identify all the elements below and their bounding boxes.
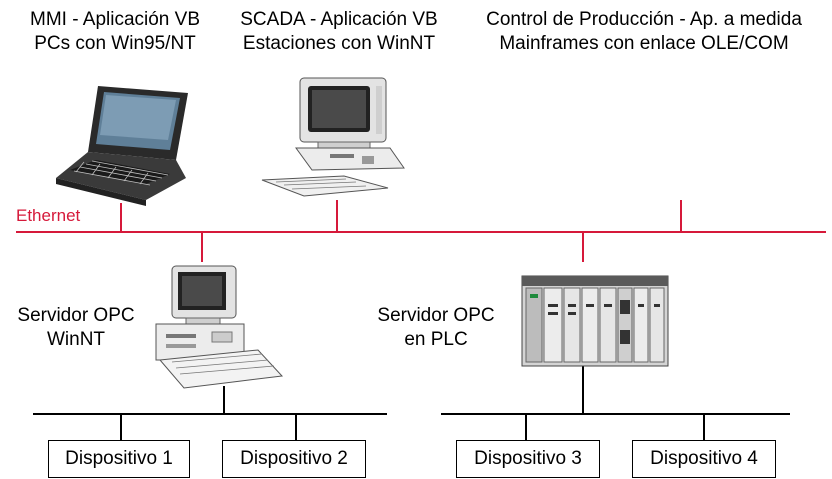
opc-server-plc-line2: en PLC	[404, 329, 468, 350]
production-label: Control de Producción - Ap. a medida Mai…	[462, 8, 826, 56]
mmi-label: MMI - Aplicación VB PCs con Win95/NT	[10, 8, 220, 56]
scada-label-line1: SCADA - Aplicación VB	[240, 9, 438, 30]
device-box-3: Dispositivo 3	[456, 440, 600, 478]
laptop-icon	[56, 86, 188, 206]
server-computer-icon	[155, 265, 284, 389]
opc-server-winnt-line1: Servidor OPC	[17, 305, 135, 326]
device-box-4: Dispositivo 4	[632, 440, 776, 478]
production-label-line2: Mainframes con enlace OLE/COM	[499, 33, 789, 54]
desktop-computer-icon	[261, 77, 405, 197]
device-box-2: Dispositivo 2	[222, 440, 366, 478]
ethernet-label: Ethernet	[16, 206, 81, 225]
mmi-label-line1: MMI - Aplicación VB	[30, 9, 200, 30]
scada-label-line2: Estaciones con WinNT	[242, 33, 436, 54]
opc-server-plc-line1: Servidor OPC	[377, 305, 495, 326]
opc-server-plc-label: Servidor OPC en PLC	[364, 304, 508, 352]
mmi-label-line2: PCs con Win95/NT	[34, 33, 196, 54]
opc-server-winnt-line2: WinNT	[46, 329, 106, 350]
field-buses	[33, 364, 790, 440]
plc-rack-icon	[521, 275, 669, 367]
opc-server-winnt-label: Servidor OPC WinNT	[4, 304, 148, 352]
scada-label: SCADA - Aplicación VB Estaciones con Win…	[224, 8, 454, 56]
ethernet-bus	[16, 200, 826, 262]
production-label-line1: Control de Producción - Ap. a medida	[486, 9, 802, 30]
device-box-1: Dispositivo 1	[48, 440, 190, 478]
